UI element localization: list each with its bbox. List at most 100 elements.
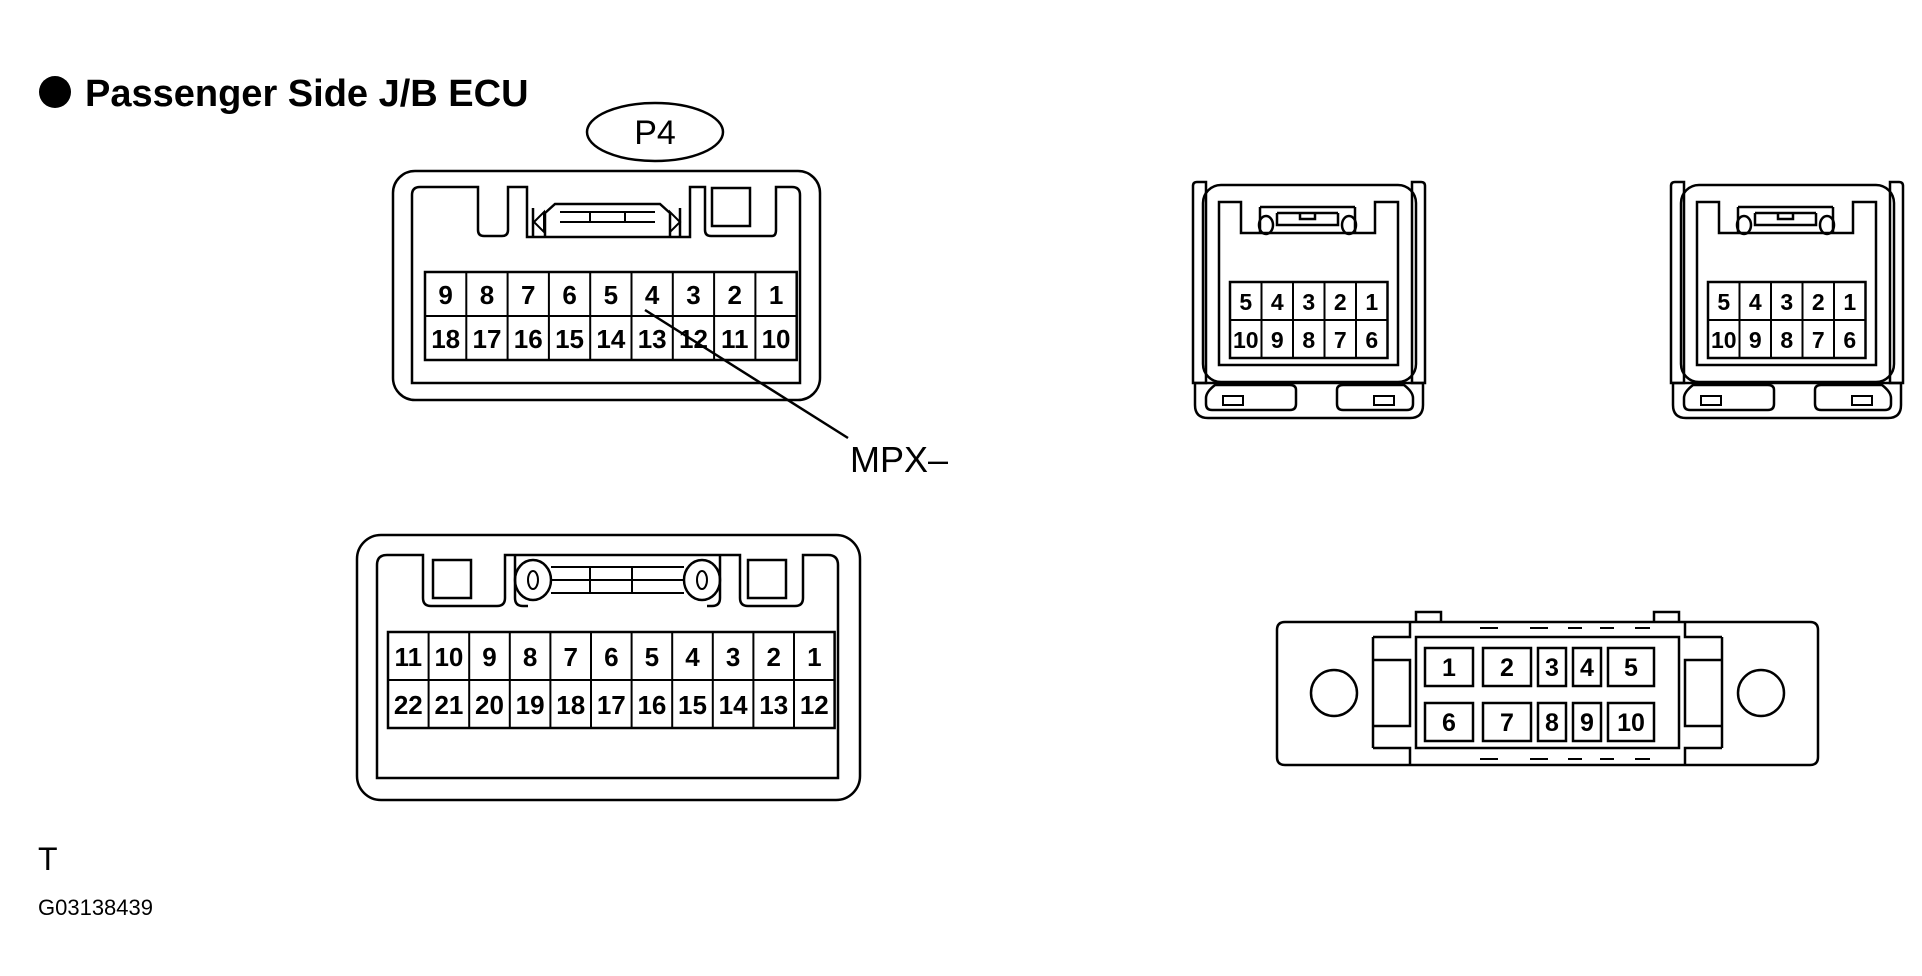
leader-line xyxy=(644,308,849,440)
mount-hole-left xyxy=(1309,668,1359,718)
pin-label: 20 xyxy=(475,690,504,720)
pin-label: 9 xyxy=(1580,709,1594,737)
pin-label: 2 xyxy=(1500,654,1514,682)
pin-label: 10 xyxy=(1711,327,1737,353)
pin-label: 11 xyxy=(395,642,423,672)
key-window-right xyxy=(746,558,788,600)
pin-label: 1 xyxy=(807,642,821,672)
pin-cell xyxy=(1481,701,1533,743)
pin-label: 1 xyxy=(1442,654,1456,682)
pin-label: 6 xyxy=(1365,327,1378,353)
pin-label: 2 xyxy=(1812,289,1825,315)
latch-rails xyxy=(513,555,722,608)
pin-label: 7 xyxy=(1334,327,1347,353)
pin-label: 17 xyxy=(472,324,501,354)
pin-label: 2 xyxy=(1334,289,1347,315)
pin-cell xyxy=(1571,646,1603,688)
pin-label: 9 xyxy=(438,280,452,310)
pin-label: 4 xyxy=(645,280,660,310)
pin-label: 16 xyxy=(637,690,666,720)
pin-label: 5 xyxy=(1717,289,1730,315)
pin-cell xyxy=(1536,701,1568,743)
latch-right xyxy=(682,558,722,602)
pin-label: 1 xyxy=(769,280,783,310)
pin-label: 9 xyxy=(1749,327,1762,353)
callout-label: MPX– xyxy=(850,439,948,480)
latch xyxy=(1736,205,1835,233)
latch-detail xyxy=(532,209,682,235)
pin-label: 19 xyxy=(516,690,545,720)
figure-code: G03138439 xyxy=(38,895,153,920)
pin-label: 12 xyxy=(679,324,708,354)
pin-label: 11 xyxy=(721,324,749,354)
pin-label: 2 xyxy=(766,642,780,672)
latch xyxy=(1258,205,1357,233)
pin-label: 10 xyxy=(1617,709,1645,737)
connector-id-oval xyxy=(585,101,725,163)
pin-label: 10 xyxy=(1233,327,1259,353)
diagram-title: Passenger Side J/B ECU xyxy=(85,73,529,115)
connector-housing-inner xyxy=(1695,200,1878,367)
pin-block xyxy=(1414,635,1681,750)
connector-base xyxy=(1193,381,1425,420)
latch-left xyxy=(513,558,553,602)
pin-label: 22 xyxy=(394,690,423,720)
pin-label: 6 xyxy=(1442,709,1456,737)
pin-label: 8 xyxy=(1780,327,1793,353)
pin-cell xyxy=(1606,646,1656,688)
pin-label: 1 xyxy=(1365,289,1378,315)
pin-label: 8 xyxy=(1545,709,1559,737)
pin-label: 4 xyxy=(1749,289,1762,315)
pin-label: 5 xyxy=(1624,654,1638,682)
pin-label: 8 xyxy=(1302,327,1315,353)
pin-label: 15 xyxy=(678,690,707,720)
connector-housing-outer xyxy=(355,533,862,802)
connector-base xyxy=(1671,381,1903,420)
pin-label: 18 xyxy=(556,690,585,720)
pin-label: 5 xyxy=(645,642,659,672)
connector-housing-inner xyxy=(375,553,840,780)
locator-tabs xyxy=(1414,610,1681,622)
pin-label: 9 xyxy=(1271,327,1284,353)
flange xyxy=(1275,620,1820,767)
pin-cell xyxy=(1536,646,1568,688)
key-window-left xyxy=(431,558,473,600)
pin-label: 7 xyxy=(521,280,535,310)
connector-housing-inner xyxy=(410,185,802,385)
bullet-icon xyxy=(39,76,71,108)
pin-label: 9 xyxy=(482,642,496,672)
latch xyxy=(531,202,682,237)
pin-label: 8 xyxy=(480,280,494,310)
connector-housing-inner xyxy=(1217,200,1400,367)
pin-label: 4 xyxy=(1271,289,1284,315)
pin-cell xyxy=(1423,646,1475,688)
latch-detail xyxy=(551,566,684,594)
pin-label: 5 xyxy=(604,280,618,310)
pin-label: 18 xyxy=(431,324,460,354)
pin-label: 2 xyxy=(728,280,742,310)
pin-label: 15 xyxy=(555,324,584,354)
pin-label: 3 xyxy=(1302,289,1315,315)
connector-id-label: P4 xyxy=(634,114,676,152)
pin-label: 14 xyxy=(719,690,748,720)
pin-label: 5 xyxy=(1239,289,1252,315)
footer-mark: T xyxy=(38,841,58,877)
pin-cell xyxy=(1571,701,1603,743)
pin-label: 8 xyxy=(523,642,537,672)
pin-label: 12 xyxy=(800,690,829,720)
pin-label: 10 xyxy=(434,642,463,672)
pin-label: 10 xyxy=(762,324,791,354)
mount-hole-right xyxy=(1736,668,1786,718)
pin-label: 14 xyxy=(596,324,625,354)
pin-label: 4 xyxy=(685,642,700,672)
